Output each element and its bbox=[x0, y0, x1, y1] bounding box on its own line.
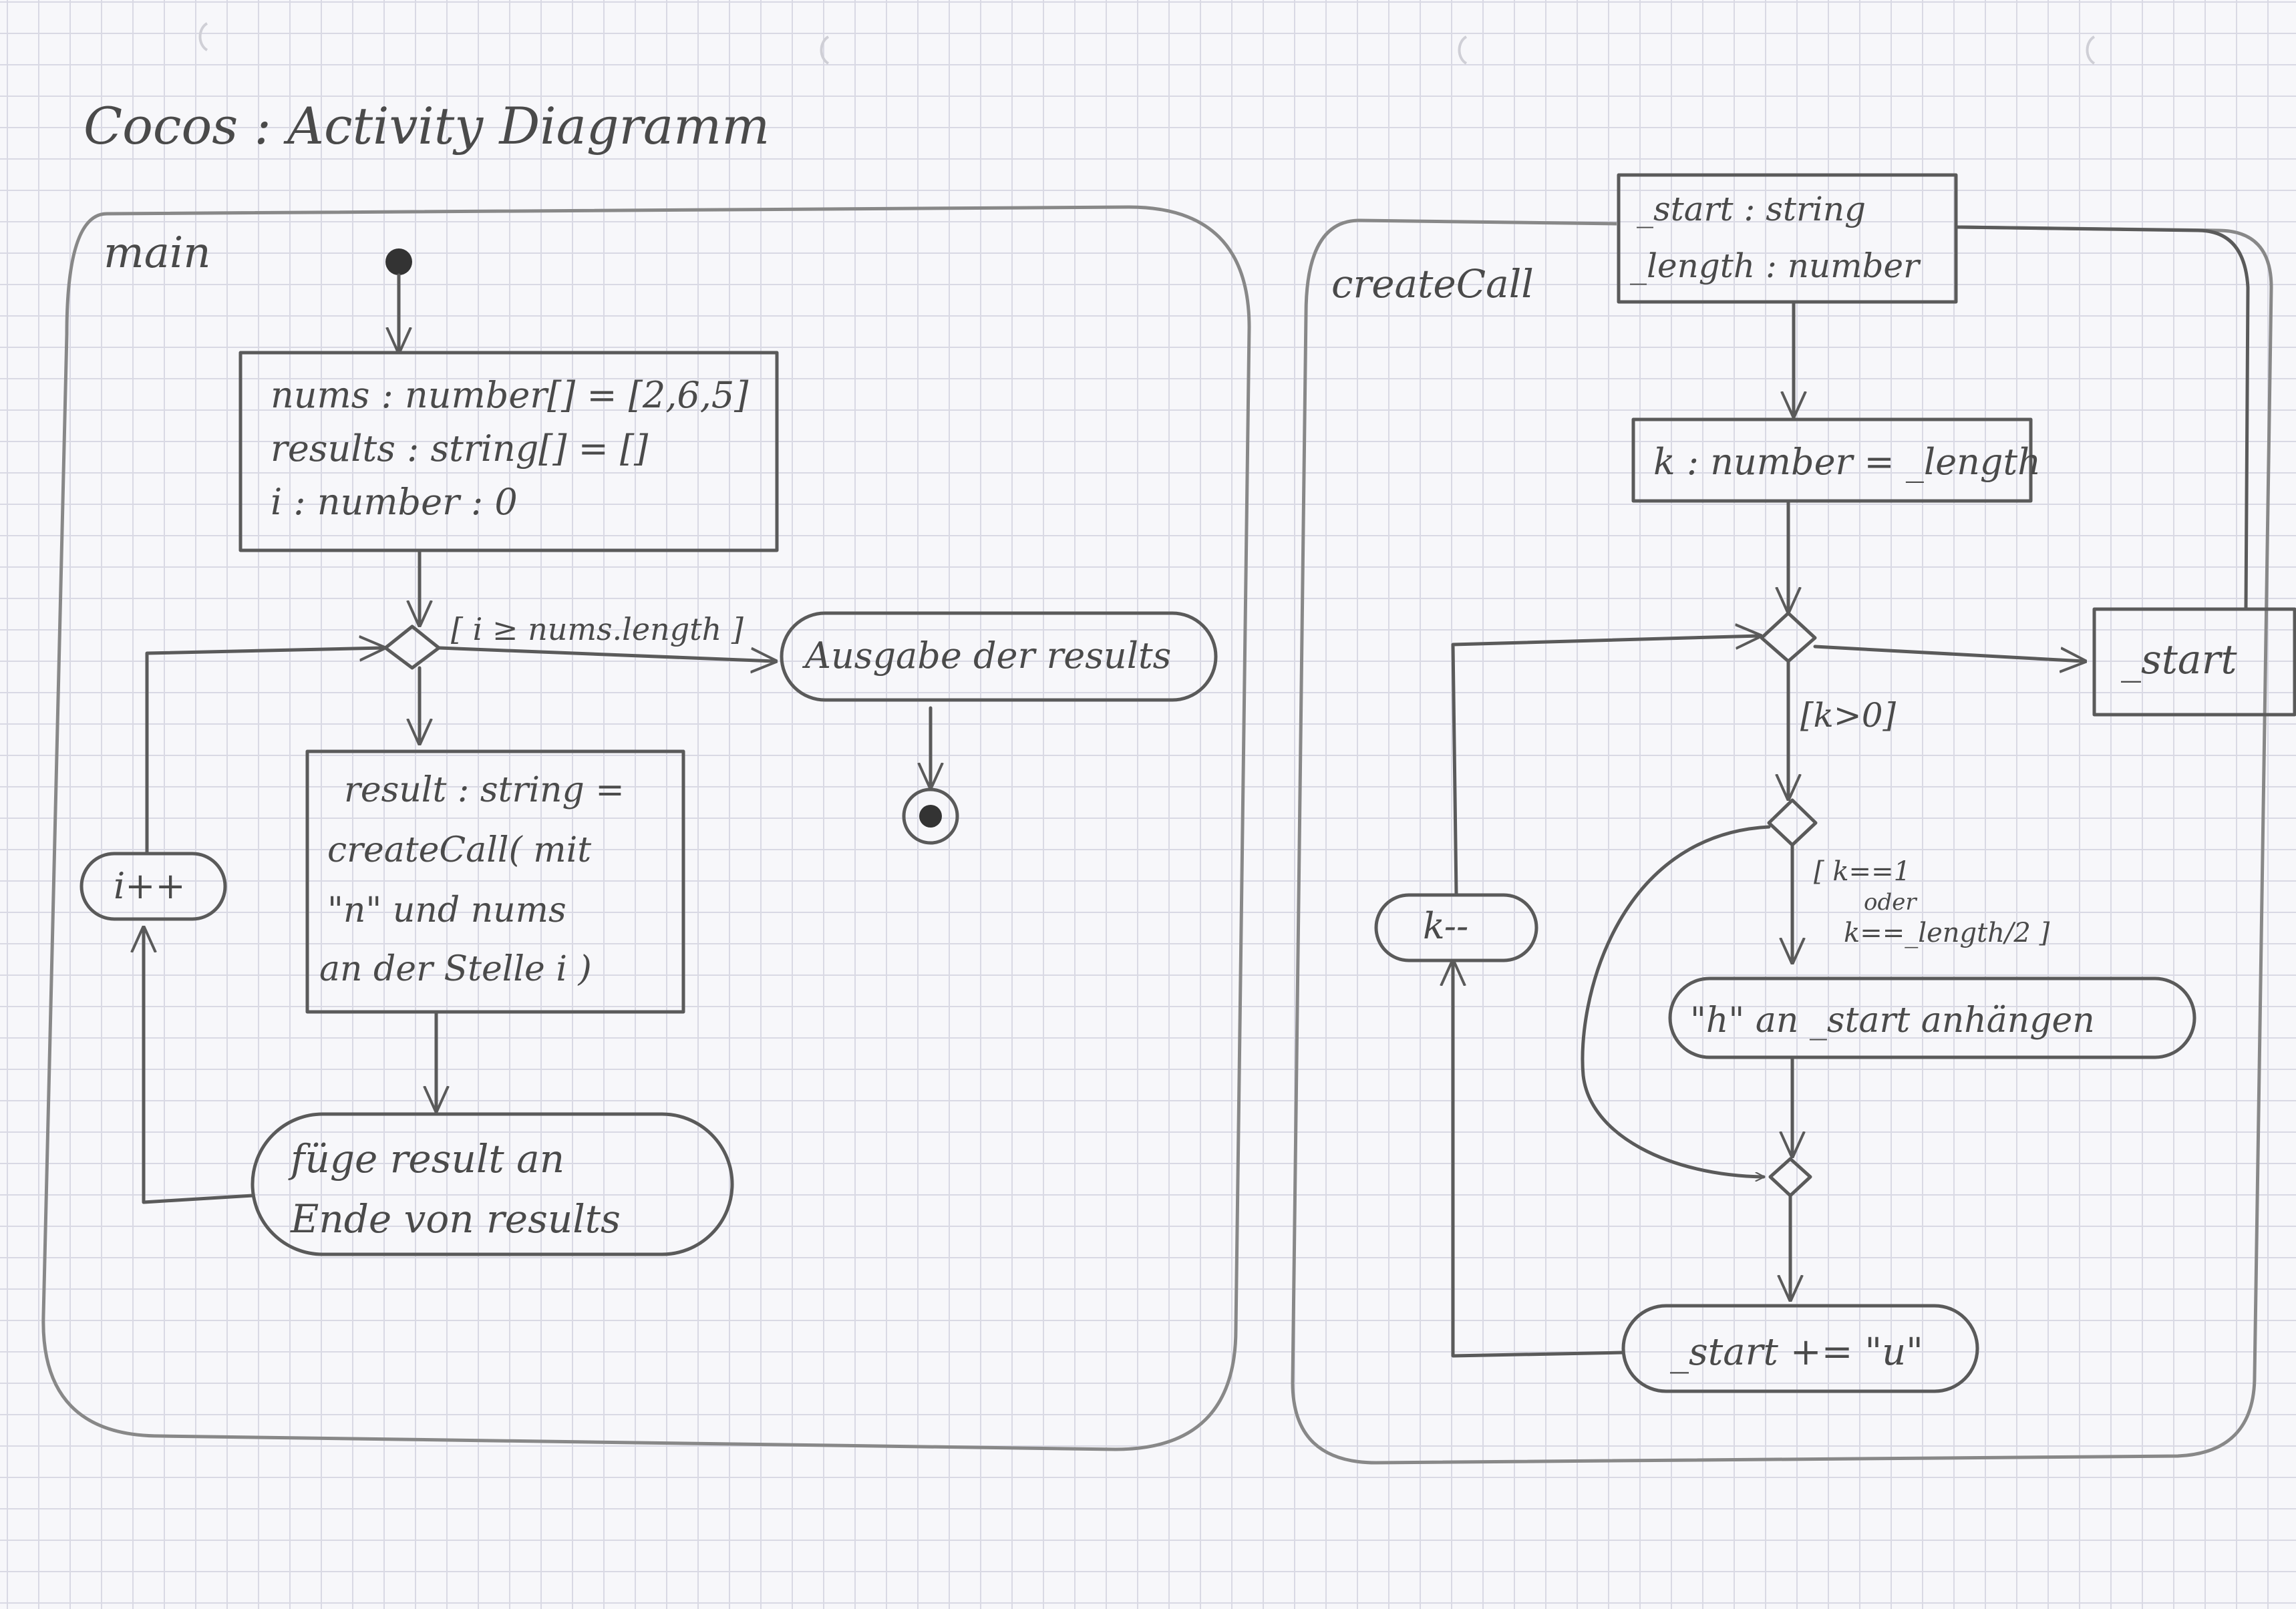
createcall-flow-bypass bbox=[1581, 825, 1771, 1177]
main-output-node: Ausgabe der results bbox=[780, 611, 1218, 702]
main-action-line: "n" und nums bbox=[327, 890, 566, 930]
createcall-activity-frame: createCall bbox=[1291, 218, 2273, 1465]
main-init-line: results : string[] = [] bbox=[271, 427, 649, 470]
main-guard-exit: [ i ≥ nums.length ] bbox=[451, 611, 744, 647]
createcall-init-box: k : number = _length bbox=[1631, 417, 2041, 503]
createcall-params-box: _start : string _length : number bbox=[1617, 173, 1958, 304]
page-title: Cocos : Activity Diagramm bbox=[84, 96, 770, 156]
main-final-node bbox=[902, 787, 959, 845]
punch-holes bbox=[198, 22, 2096, 65]
createcall-condition-node bbox=[1767, 798, 1818, 847]
main-action-line: createCall( mit bbox=[327, 830, 591, 870]
main-initial-node bbox=[385, 248, 412, 275]
main-append-line: Ende von results bbox=[290, 1196, 621, 1242]
main-init-line: i : number : 0 bbox=[271, 481, 518, 523]
createcall-flow-loop-back bbox=[1453, 962, 1625, 1358]
createcall-append-label: "h" an _start anhängen bbox=[1690, 1001, 2095, 1041]
createcall-param-line: _length : number bbox=[1630, 246, 1921, 285]
createcall-init-label: k : number = _length bbox=[1653, 441, 2041, 483]
createcall-param-line: _start : string bbox=[1637, 190, 1866, 228]
createcall-output-label: _start bbox=[2121, 637, 2237, 683]
main-flow-loop-back bbox=[144, 928, 255, 1204]
main-init-line: nums : number[] = [2,6,5] bbox=[271, 374, 749, 416]
main-frame-label: main bbox=[104, 228, 211, 278]
createcall-merge-node bbox=[1768, 1157, 1812, 1198]
main-append-node: füge result an Ende von results bbox=[251, 1112, 734, 1256]
createcall-guard-cond: oder bbox=[1864, 889, 1917, 916]
createcall-append-node: "h" an _start anhängen bbox=[1668, 976, 2196, 1059]
main-flow-exit bbox=[437, 646, 775, 661]
main-action-box: result : string = createCall( mit "n" un… bbox=[305, 749, 685, 1014]
createcall-return-line bbox=[1955, 225, 2250, 611]
createcall-guard-loop: [k>0] bbox=[1800, 696, 1897, 735]
createcall-output-box: _start bbox=[2092, 607, 2296, 717]
main-init-box: nums : number[] = [2,6,5] results : stri… bbox=[238, 351, 779, 552]
createcall-concat-label: _start += "u" bbox=[1670, 1330, 1923, 1374]
createcall-decrement-label: k-- bbox=[1423, 905, 1468, 947]
createcall-guard-cond: k==_length/2 ] bbox=[1844, 918, 2050, 948]
main-action-line: an der Stelle i ) bbox=[319, 949, 592, 989]
main-activity-frame: main bbox=[41, 205, 1251, 1451]
createcall-concat-node: _start += "u" bbox=[1621, 1304, 1979, 1393]
createcall-guard-cond: [ k==1 bbox=[1814, 856, 1911, 887]
main-decision-node bbox=[383, 624, 441, 670]
main-output-label: Ausgabe der results bbox=[802, 635, 1171, 677]
createcall-frame-label: createCall bbox=[1331, 261, 1534, 307]
createcall-decrement-node: k-- bbox=[1374, 893, 1538, 962]
main-action-line: result : string = bbox=[344, 770, 625, 810]
createcall-flow-exit bbox=[1813, 645, 2084, 661]
createcall-flow-to-decision-loop bbox=[1451, 636, 1760, 897]
main-increment-label: i++ bbox=[114, 865, 186, 907]
createcall-decision-node bbox=[1760, 611, 1817, 663]
main-increment-node: i++ bbox=[79, 852, 227, 921]
main-flow-to-decision-loop bbox=[145, 648, 383, 856]
main-append-line: füge result an bbox=[288, 1136, 564, 1182]
